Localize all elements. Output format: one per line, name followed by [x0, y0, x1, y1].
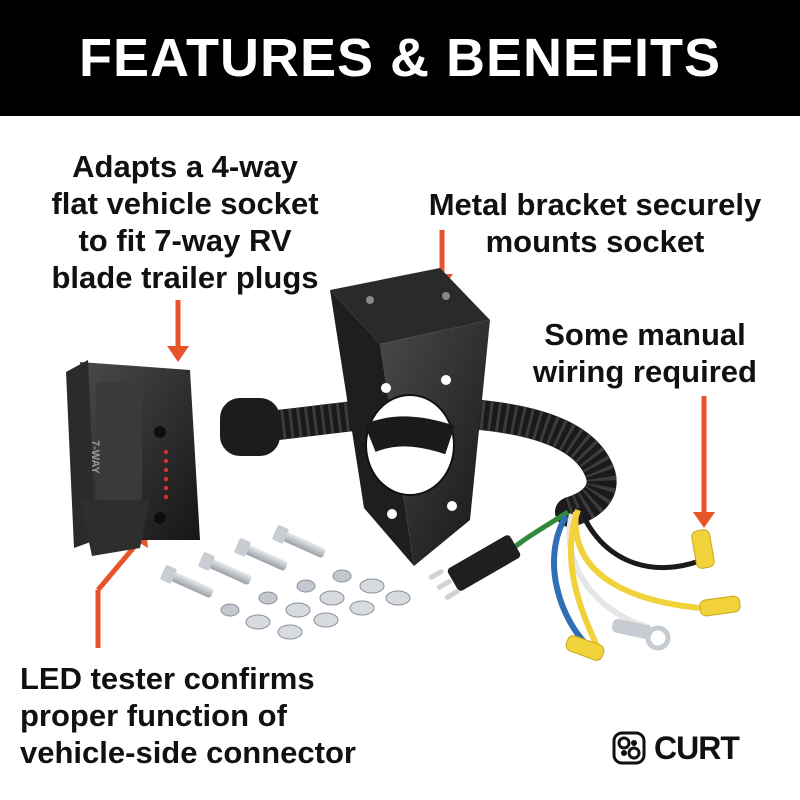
- wire-loom: [235, 396, 617, 527]
- seven-way-socket: 7-WAY: [66, 360, 280, 556]
- socket-label: 7-WAY: [89, 440, 101, 474]
- butt-connectors: [565, 529, 741, 661]
- callout-adapter-line: blade trailer plugs: [51, 260, 319, 295]
- callout-led-tester: LED tester confirms proper function of v…: [20, 660, 390, 771]
- callout-adapter-line: flat vehicle socket: [51, 186, 319, 221]
- header-banner: FEATURES & BENEFITS: [0, 0, 800, 116]
- callout-wiring: Some manual wiring required: [520, 316, 770, 390]
- arrow-adapter-icon: [167, 300, 189, 362]
- washers-and-nuts: [220, 569, 411, 640]
- callout-adapter: Adapts a 4-way flat vehicle socket to fi…: [20, 148, 350, 296]
- led-indicators: [163, 449, 169, 500]
- pigtail-wires: [498, 507, 703, 651]
- callout-led-line: proper function of: [20, 698, 287, 733]
- callout-bracket: Metal bracket securely mounts socket: [400, 186, 790, 260]
- brand-name: CURT: [654, 729, 740, 766]
- callout-led-line: vehicle-side connector: [20, 735, 356, 770]
- brand-logo: CURT: [612, 728, 772, 768]
- arrow-wiring-icon: [693, 396, 715, 528]
- callout-bracket-line: Metal bracket securely: [428, 187, 762, 222]
- callout-adapter-line: Adapts a 4-way: [72, 149, 298, 184]
- page-title: FEATURES & BENEFITS: [78, 28, 722, 88]
- callout-adapter-line: to fit 7-way RV: [78, 223, 292, 258]
- curt-logo-icon: [612, 731, 646, 765]
- bolts: [160, 525, 326, 598]
- callout-wiring-line: Some manual: [544, 317, 746, 352]
- four-way-flat-plug: [428, 535, 521, 600]
- callout-wiring-line: wiring required: [533, 354, 757, 389]
- callout-led-line: LED tester confirms: [20, 661, 315, 696]
- ring-terminal: [611, 618, 671, 651]
- mounting-bracket: [330, 268, 490, 566]
- callout-bracket-line: mounts socket: [485, 224, 705, 259]
